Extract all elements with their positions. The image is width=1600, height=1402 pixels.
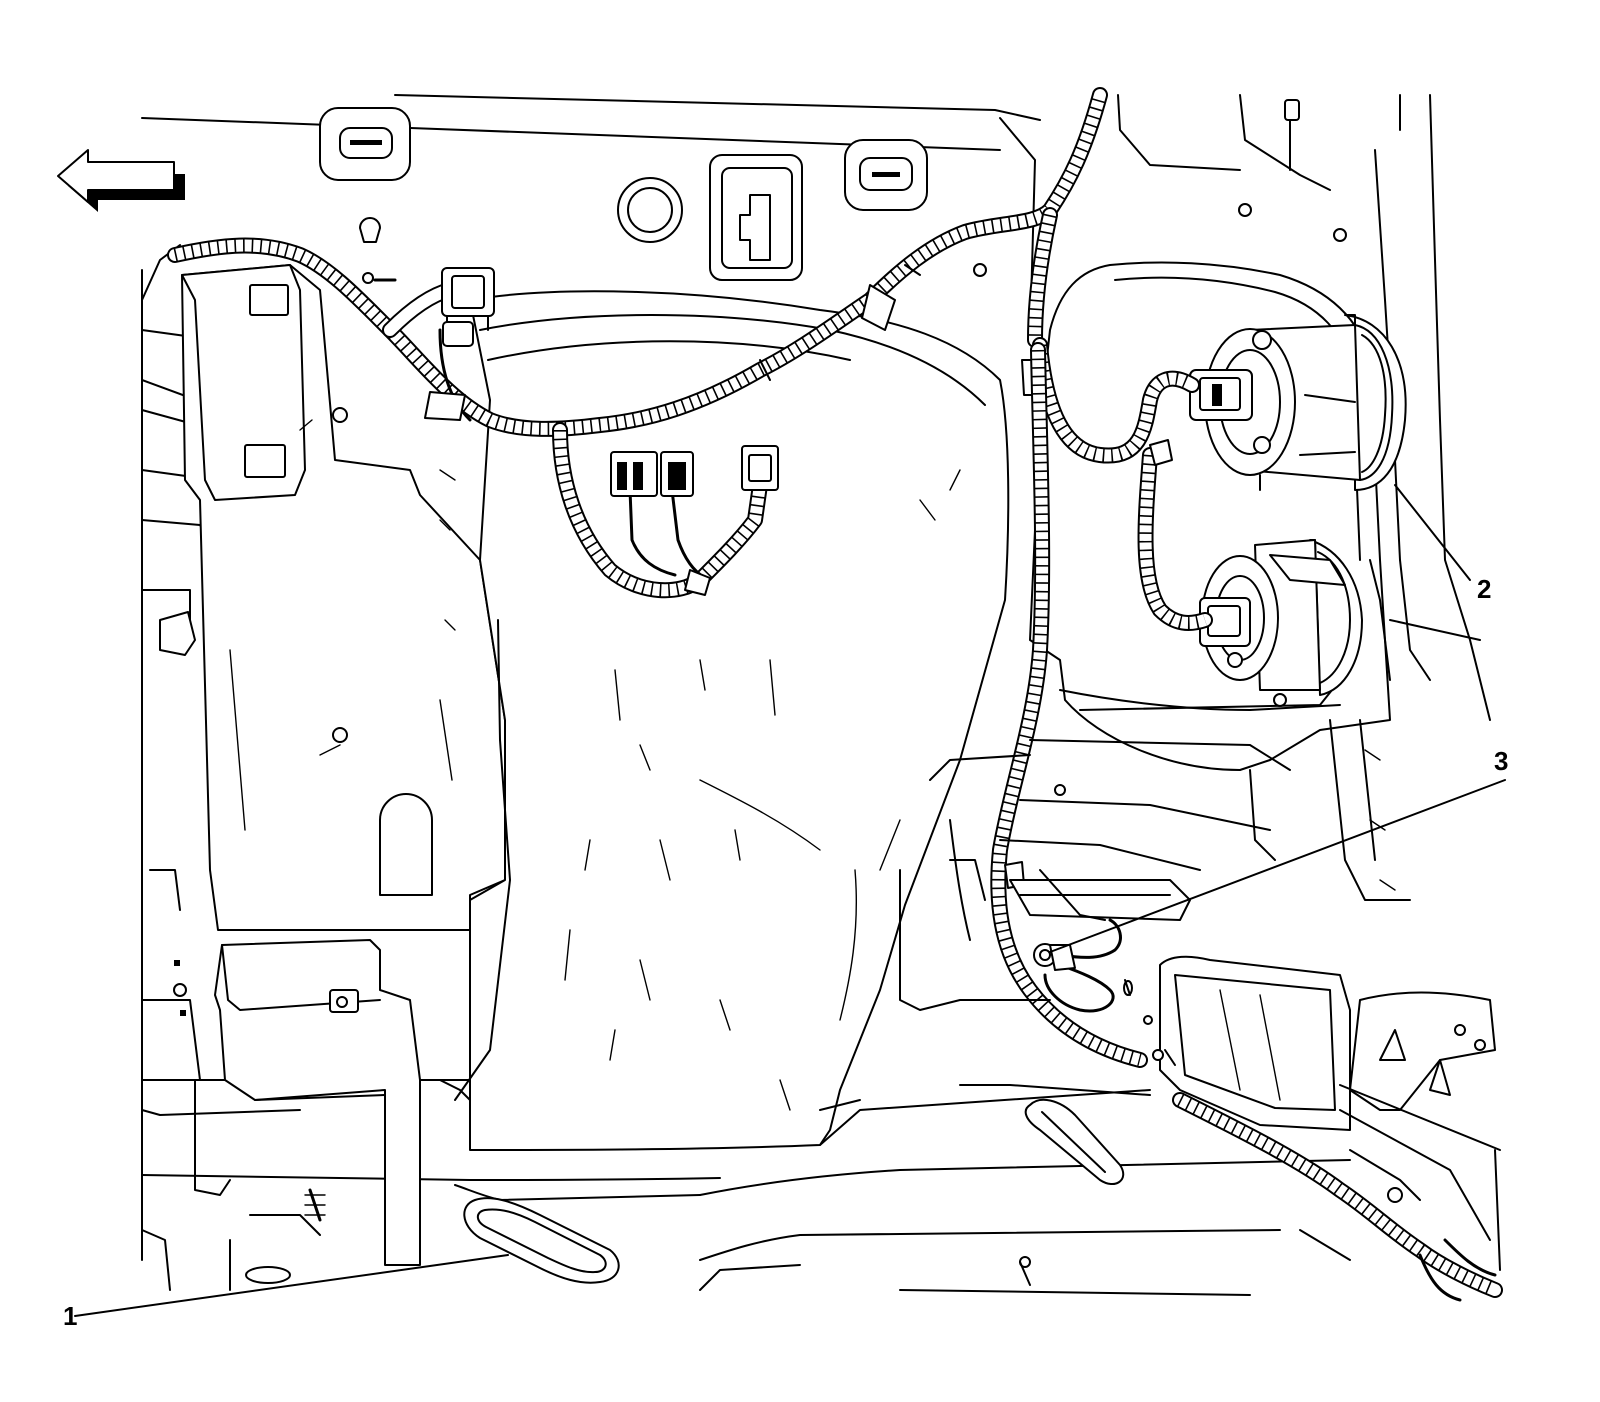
mounting-bracket — [181, 264, 506, 931]
left-arrow-icon — [57, 149, 185, 212]
callout-leaders — [74, 484, 1506, 1317]
access-opening — [709, 154, 803, 281]
callout-1-leader — [74, 1254, 509, 1317]
callout-3-leader — [1049, 779, 1506, 953]
floor-bracket — [141, 869, 471, 1291]
center-housing — [439, 290, 1010, 1151]
lamp-harness — [990, 337, 1213, 1068]
panel-grommet — [844, 139, 928, 211]
floor-panel — [141, 739, 1503, 1302]
callout-1-label: 1 — [63, 1301, 77, 1331]
callout-2-label: 2 — [1477, 574, 1491, 604]
callout-3-label: 3 — [1494, 746, 1508, 776]
tail-lamp-socket-upper — [1189, 314, 1407, 491]
callout-2-leader — [1394, 484, 1471, 581]
panel-grommet — [617, 177, 683, 243]
upper-body-panel — [141, 94, 1491, 721]
pigtail-connector — [660, 451, 694, 497]
tail-lamp-socket-lower — [1199, 539, 1363, 696]
panel-grommet — [319, 107, 411, 181]
floor-drain-plug — [463, 1197, 620, 1284]
pigtail-connector — [741, 445, 779, 491]
rear-crossmember — [1143, 955, 1501, 1271]
pigtail-connector — [610, 451, 658, 497]
